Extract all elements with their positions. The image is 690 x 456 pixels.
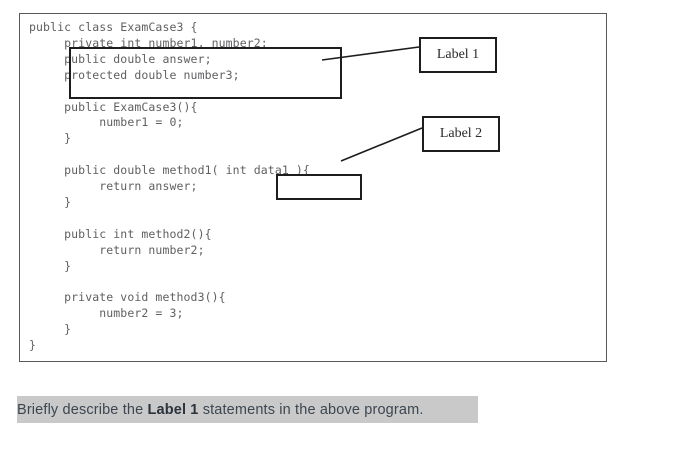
label-box-2-text: Label 2 xyxy=(439,126,483,141)
code-figure-panel: public class ExamCase3 { private int num… xyxy=(19,13,607,362)
label-box-2: Label 2 xyxy=(422,116,500,152)
question-prefix: Briefly describe the xyxy=(17,401,148,418)
question-suffix: statements in the above program. xyxy=(198,401,424,418)
java-code-listing: public class ExamCase3 { private int num… xyxy=(29,20,310,353)
question-text-highlighted: Briefly describe the Label 1 statements … xyxy=(17,396,478,423)
label-box-1: Label 1 xyxy=(419,37,497,73)
question-bold-term: Label 1 xyxy=(147,401,199,418)
label-box-1-text: Label 1 xyxy=(436,47,480,62)
